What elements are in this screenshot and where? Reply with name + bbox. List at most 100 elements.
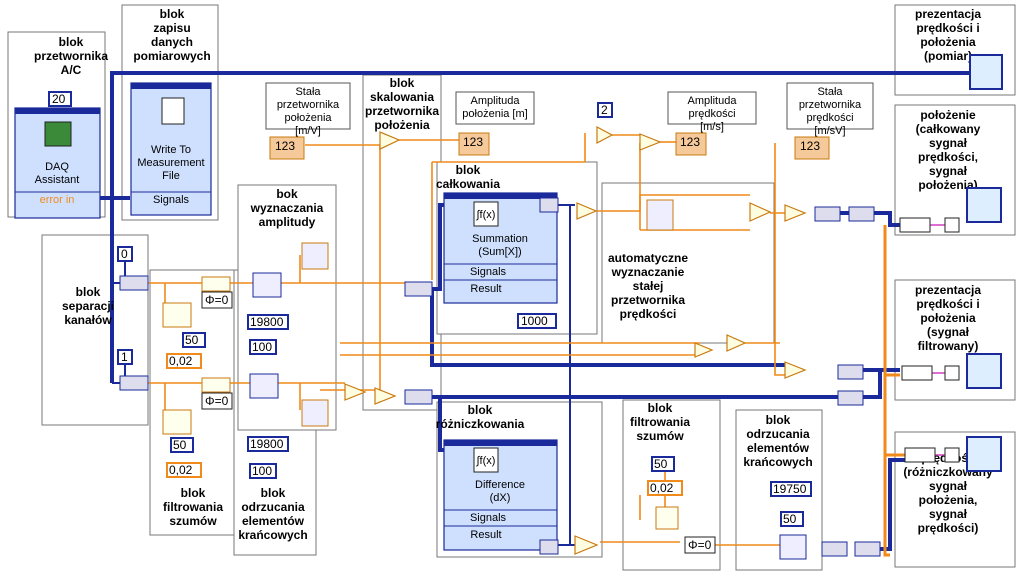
summation-result-terminal: Result [470,283,501,295]
waveform-component-icon-1[interactable] [539,197,559,213]
phi-const2[interactable] [201,392,233,410]
phi-filter2-icon[interactable] [201,377,231,393]
summation-vi[interactable]: ∫f(x) Summation(Sum[X]) Signals Result [443,192,558,304]
ch0-const[interactable] [117,246,133,262]
divide-node-2[interactable] [576,202,598,220]
meas-graph-icon[interactable] [969,54,1003,90]
vel-merge-icon[interactable] [904,447,936,463]
index-ch1-icon[interactable] [119,375,149,391]
const-vel-control[interactable] [794,136,830,160]
vel-build-icon[interactable] [821,541,848,557]
difference-signals-terminal: Signals [470,512,507,524]
edge1b-19800-value: 19800 [250,437,284,451]
edge2-19750-const[interactable] [770,481,812,497]
phi-filter1-icon[interactable] [201,276,231,292]
pos-build-icon[interactable] [814,206,841,222]
edge1-subvi-icon[interactable] [252,272,282,298]
filt-string-icon[interactable] [944,365,960,381]
phi-const3-value: Φ=0 [688,538,712,552]
filter1-002-const[interactable] [166,353,202,369]
two-const[interactable] [597,102,613,118]
vel-graph-icon[interactable] [966,436,1002,472]
constants: 0 1 50 0,02 50 0,02 19800 100 19800 100 … [117,102,812,527]
summation-signals-terminal: Signals [470,266,507,278]
vel-convert-icon[interactable] [854,541,881,557]
amplitude-subvi-icon-2[interactable] [301,399,329,427]
edge1b-100-value: 100 [252,464,272,478]
divide-node-3[interactable] [694,342,714,358]
subtract-node[interactable] [344,383,367,401]
edge1b-subvi-icon[interactable] [249,373,279,399]
k1000-const[interactable] [517,313,557,329]
to-summation-wire [432,203,445,291]
pos-string-icon[interactable] [944,217,960,233]
auto-const-subvi-icon[interactable] [646,199,674,231]
edge1b-19800-const[interactable] [247,436,289,452]
string-wire [930,224,945,456]
adc-rate-const[interactable] [48,91,72,107]
filter2-002-const[interactable] [647,480,683,496]
vel-string-icon[interactable] [944,447,960,463]
filt-convert-icon[interactable] [837,364,864,380]
const-vel-label-box [786,82,874,130]
scale-node[interactable] [749,202,772,222]
filter1-002-value: 0,02 [169,354,193,368]
multiply-node-6[interactable] [374,387,397,405]
filter1-subvi-icon[interactable] [162,302,192,328]
daq-error-terminal: error in [40,194,75,206]
write-file-icon [161,97,185,125]
filter2-50-const[interactable] [651,456,675,472]
waveform-component-icon-2[interactable] [539,539,559,555]
build-waveform-icon-1[interactable] [404,281,433,297]
filt-merge-icon[interactable] [901,365,933,381]
difference-icon [473,447,499,473]
edge2-subvi-icon[interactable] [779,534,807,560]
filter1-50-const[interactable] [182,332,206,348]
filter1b-50-const[interactable] [170,437,194,453]
filt-convert-icon-2[interactable] [837,390,864,406]
phi-const1-value: Φ=0 [205,293,229,307]
filter1b-subvi-icon[interactable] [162,409,192,435]
edge1-100-const[interactable] [249,339,277,355]
edge1b-100-const[interactable] [249,463,277,479]
multiply-node-4[interactable] [726,334,747,352]
amplitude-subvi-icon[interactable] [301,242,329,270]
summation-title: Summation(Sum[X]) [472,233,528,258]
phi-const3[interactable] [684,536,716,554]
build-waveform-icon-2[interactable] [404,389,433,405]
difference-vi[interactable]: ∫f(x) Difference(dX) Signals Result [443,439,558,551]
amp-pos-indicator[interactable] [458,132,490,156]
filter1b-002-const[interactable] [166,462,202,478]
multiply-node-3[interactable] [784,204,807,222]
multiply-node-1[interactable] [379,131,401,150]
multiply-node-7[interactable] [574,535,599,555]
filt-graph-icon[interactable] [966,353,1002,389]
divide-node-1[interactable] [596,126,614,144]
edge1-19800-value: 19800 [250,315,284,329]
edge2-50-const[interactable] [780,511,804,527]
pos-convert-icon[interactable] [848,206,875,222]
const-pos-control[interactable] [269,136,305,160]
pos-merge-icon[interactable] [899,217,931,233]
amp-vel-indicator[interactable] [675,132,707,156]
amp-pos-indicator-value: 123 [463,135,483,149]
index-ch0-icon[interactable] [119,275,149,291]
pos-graph-icon[interactable] [966,187,1002,223]
multiply-node-5[interactable] [784,361,807,379]
edge1-19800-const[interactable] [247,314,289,330]
phi-const1[interactable] [201,291,233,309]
write-signals-terminal: Signals [153,194,190,206]
ch1-const[interactable] [117,349,133,365]
amp-pos-label-box [455,91,535,125]
filter2-subvi-icon[interactable] [655,506,679,530]
multiply-node-2[interactable] [639,133,662,151]
